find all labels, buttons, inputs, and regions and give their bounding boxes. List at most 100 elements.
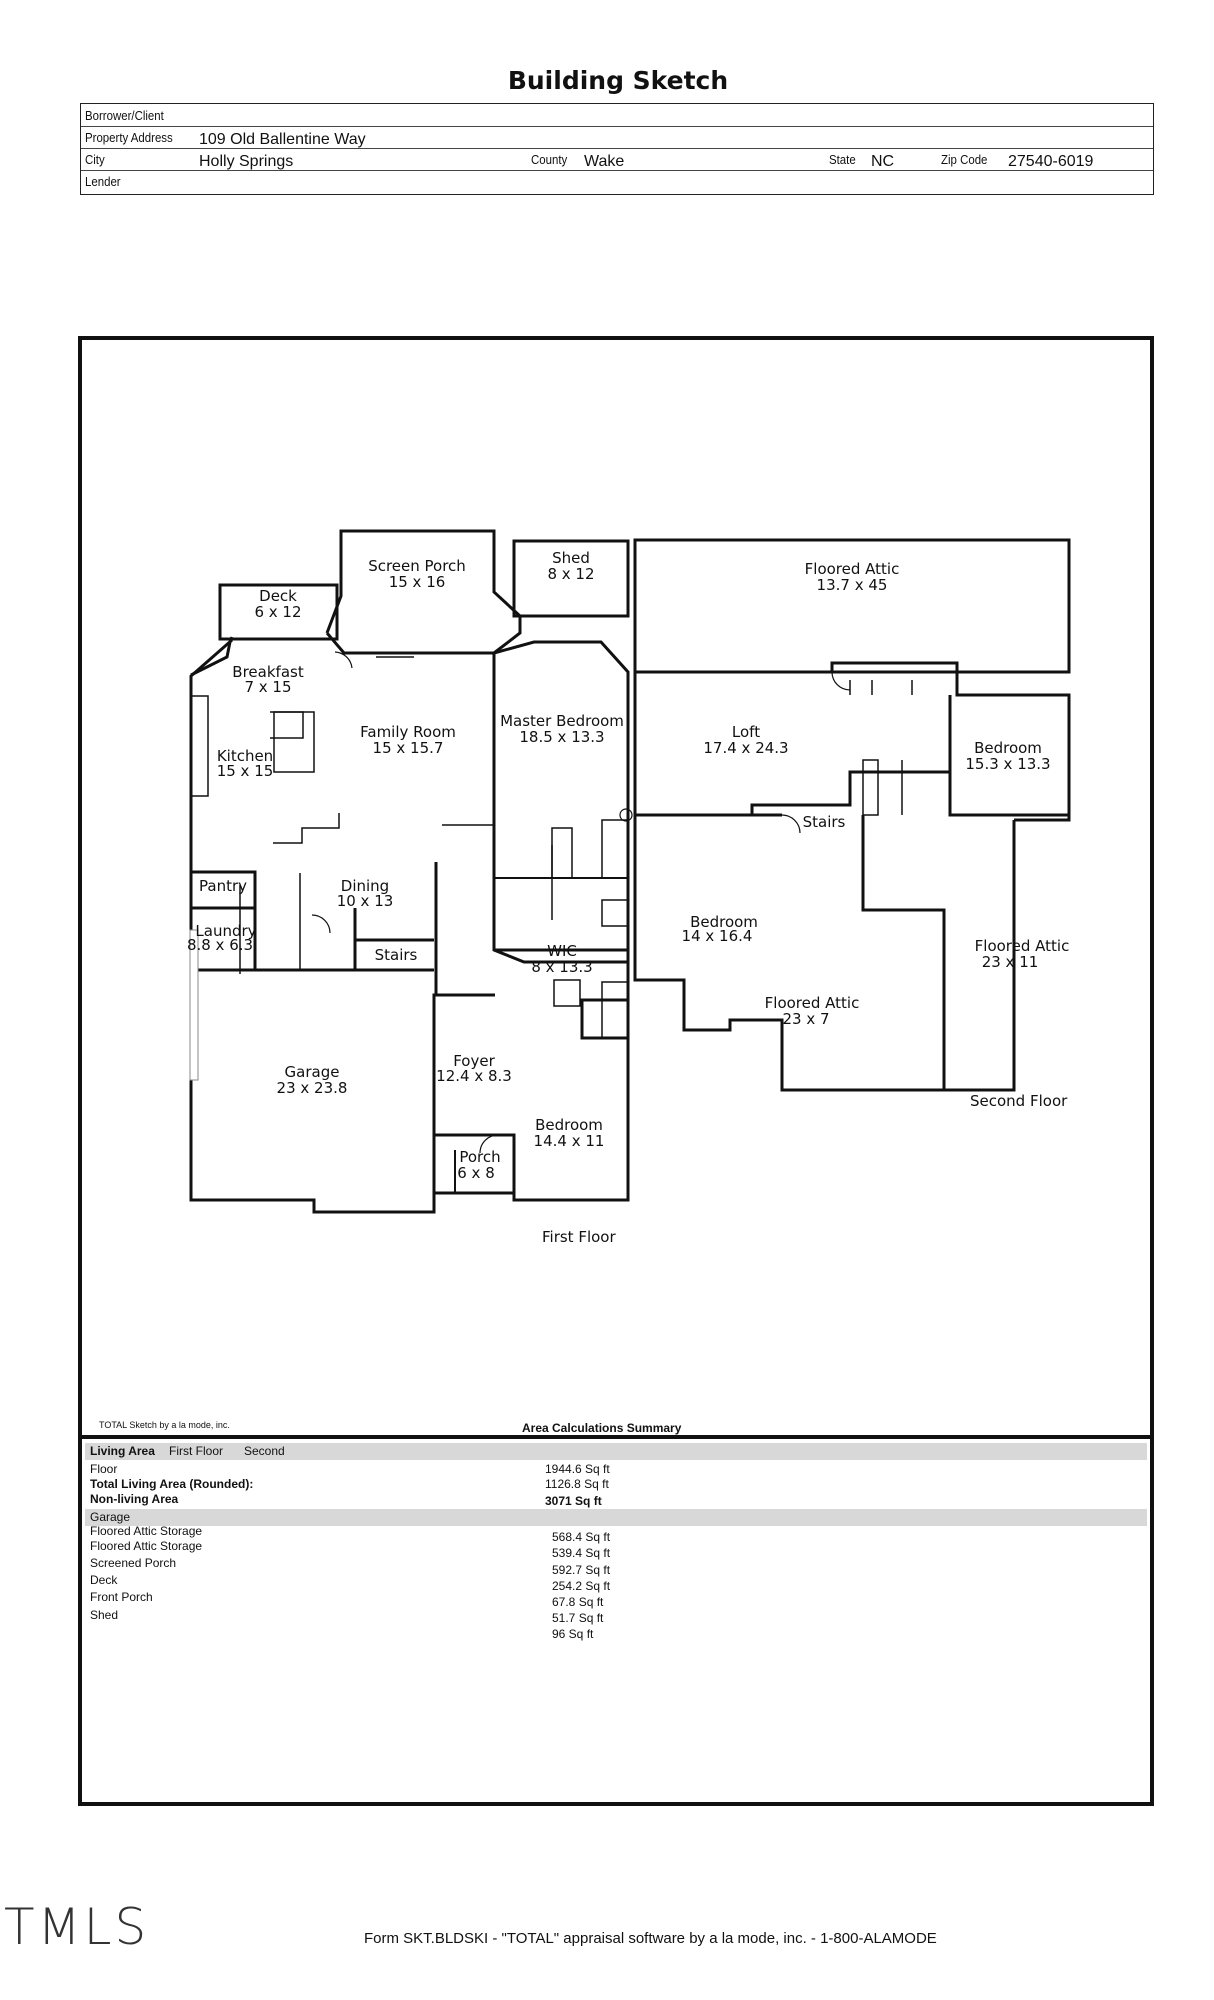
area-summary-title: Area Calculations Summary: [522, 1421, 682, 1435]
shed-name: Shed: [552, 549, 590, 567]
family-room-size: 15 x 15.7: [373, 739, 444, 757]
nonliving-label-2: Floored Attic Storage: [90, 1539, 203, 1553]
porch-name: Porch: [459, 1148, 500, 1166]
foyer-size: 12.4 x 8.3: [436, 1067, 512, 1085]
family-room-name: Family Room: [360, 723, 456, 741]
breakfast-size: 7 x 15: [244, 678, 291, 696]
living-area-label: Living Area: [90, 1444, 155, 1458]
lender-label: Lender: [85, 174, 121, 189]
second-column: Second: [244, 1444, 285, 1458]
floored-attic-top-size: 13.7 x 45: [817, 576, 888, 594]
floored-attic-right-name: Floored Attic: [975, 937, 1070, 955]
header-table: Borrower/Client Property Address 109 Old…: [80, 103, 1154, 195]
dining-name: Dining: [341, 877, 389, 895]
county-label: County: [531, 152, 568, 167]
non-living-area-label: Non-living Area: [90, 1492, 179, 1506]
tmls-watermark: TMLS: [4, 1898, 150, 1956]
loft-name: Loft: [732, 723, 760, 741]
nonliving-label-5: Front Porch: [90, 1590, 153, 1604]
bedroom-upper-right-name: Bedroom: [974, 739, 1042, 757]
summary-divider: [82, 1435, 1150, 1439]
second-floor-outline: [633, 672, 1016, 1092]
first-floor-label: First Floor: [542, 1228, 616, 1246]
city-row: City Holly Springs County Wake State NC …: [81, 148, 1153, 171]
garage-band: Garage: [85, 1509, 1147, 1526]
city-value: Holly Springs: [199, 153, 294, 170]
bedroom-upper-left-name: Bedroom: [690, 913, 758, 931]
garage-size: 23 x 23.8: [277, 1079, 348, 1097]
floored-attic-mid-name: Floored Attic: [765, 994, 860, 1012]
lender-row: Lender: [81, 170, 1153, 192]
breakfast-name: Breakfast: [232, 663, 304, 681]
state-label: State: [829, 152, 856, 167]
nonliving-label-3: Screened Porch: [90, 1556, 177, 1570]
master-bedroom-name: Master Bedroom: [500, 712, 624, 730]
footer-text: Form SKT.BLDSKI - "TOTAL" appraisal soft…: [364, 1930, 937, 1947]
kitchen-island: [273, 711, 315, 773]
property-address-row: Property Address 109 Old Ballentine Way: [81, 126, 1153, 149]
floor-plan: Deck 6 x 12 Screen Porch 15 x 16 Shed 8 …: [187, 529, 1071, 1246]
nonliving-value-5: 67.8 Sq ft: [552, 1595, 604, 1609]
zip-label: Zip Code: [941, 152, 988, 167]
first-floor-column: First Floor: [169, 1444, 223, 1458]
wic-size: 8 x 13.3: [531, 958, 592, 976]
screen-porch-outline: [325, 529, 522, 655]
nonliving-label-6: Shed: [90, 1608, 119, 1622]
bedroom-lower-size: 14.4 x 11: [534, 1132, 605, 1150]
loft-size: 17.4 x 24.3: [703, 739, 788, 757]
bedroom-lower-name: Bedroom: [535, 1116, 603, 1134]
borrower-row: Borrower/Client: [81, 104, 1153, 127]
garage-label: Garage: [90, 1510, 131, 1524]
nonliving-value-6: 51.7 Sq ft: [552, 1611, 604, 1625]
property-address-value: 109 Old Ballentine Way: [199, 131, 366, 148]
living-area-band: Living Area First Floor Second: [85, 1443, 1147, 1460]
laundry-name: Laundry: [195, 922, 256, 940]
total-living-area-label: Total Living Area (Rounded):: [90, 1477, 254, 1491]
bedroom-upper-right-size: 15.3 x 13.3: [965, 755, 1050, 773]
nonliving-label-4: Deck: [90, 1573, 118, 1587]
wic-name: WIC: [547, 942, 577, 960]
shed-size: 8 x 12: [547, 565, 594, 583]
stairs-lower-label: Stairs: [375, 946, 418, 964]
borrower-label: Borrower/Client: [85, 108, 164, 123]
property-address-label: Property Address: [85, 130, 173, 145]
floored-attic-top-name: Floored Attic: [805, 560, 900, 578]
bedroom-upper-left-size: 14 x 16.4: [682, 927, 753, 945]
deck-name: Deck: [259, 587, 297, 605]
zip-value: 27540-6019: [1008, 153, 1094, 170]
sketch-credit: TOTAL Sketch by a la mode, inc.: [99, 1420, 230, 1430]
city-label: City: [85, 152, 105, 167]
screen-porch-name: Screen Porch: [368, 557, 466, 575]
total-living-area-value: 1126.8 Sq ft: [545, 1477, 609, 1491]
page-title: Building Sketch: [507, 66, 729, 95]
shed-outline: [512, 539, 630, 618]
porch-size: 6 x 8: [457, 1164, 495, 1182]
non-living-area-value: 3071 Sq ft: [545, 1494, 602, 1508]
pantry-label: Pantry: [199, 877, 247, 895]
county-value: Wake: [584, 153, 625, 170]
foyer-name: Foyer: [453, 1052, 495, 1070]
nonliving-value-4: 254.2 Sq ft: [552, 1579, 611, 1593]
state-value: NC: [871, 153, 895, 170]
kitchen-name: Kitchen: [217, 747, 273, 765]
floored-attic-top-outline: [633, 538, 1071, 674]
second-floor-label: Second Floor: [970, 1092, 1068, 1110]
screen-porch-size: 15 x 16: [389, 573, 446, 591]
floor-row-value: 1944.6 Sq ft: [545, 1462, 610, 1476]
kitchen-size: 15 x 15: [217, 762, 274, 780]
garage-name: Garage: [285, 1063, 340, 1081]
stairs-upper-label: Stairs: [803, 813, 846, 831]
floored-attic-mid-size: 23 x 7: [782, 1010, 829, 1028]
master-bedroom-size: 18.5 x 13.3: [519, 728, 604, 746]
sketch-frame: Deck 6 x 12 Screen Porch 15 x 16 Shed 8 …: [78, 336, 1154, 1806]
floored-attic-right-size: 23 x 11: [982, 953, 1039, 971]
nonliving-value-2: 539.4 Sq ft: [552, 1546, 611, 1560]
deck-outline: [218, 583, 339, 641]
dining-size: 10 x 13: [337, 892, 394, 910]
nonliving-value-7: 96 Sq ft: [552, 1627, 594, 1641]
nonliving-value-3: 592.7 Sq ft: [552, 1563, 611, 1577]
nonliving-value-1: 568.4 Sq ft: [552, 1530, 611, 1544]
laundry-size: 8.8 x 6.3: [187, 936, 253, 954]
floor-row-label: Floor: [90, 1462, 118, 1476]
deck-size: 6 x 12: [254, 603, 301, 621]
